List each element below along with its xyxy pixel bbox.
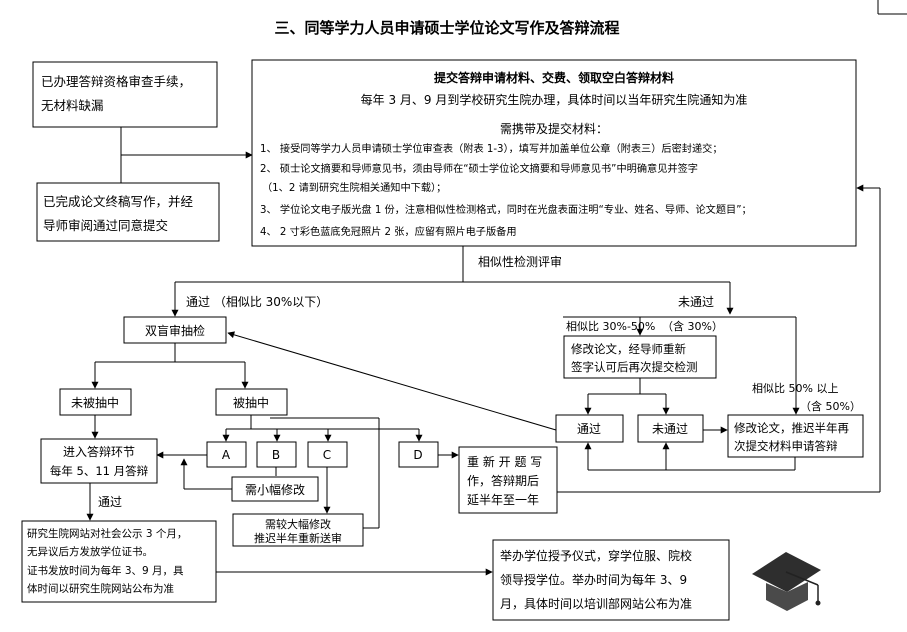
material-item-4: 4、 2 寸彩色蓝底免冠照片 2 张，应留有照片电子版备用	[260, 225, 517, 238]
revise-recheck-box	[563, 335, 717, 379]
publicity-line-3: 证书发放时间为每年 3、9 月，具	[27, 564, 184, 577]
materials-title: 需携带及提交材料：	[500, 121, 608, 136]
reproposal-line-3: 延半年至一年	[467, 493, 539, 507]
reproposal-box	[458, 446, 558, 514]
defense-box	[40, 438, 158, 484]
delay-line-2: 次提交材料申请答辩	[734, 439, 838, 453]
ceremony-line-3: 月，具体时间以培训部网站公布为准	[500, 596, 692, 611]
sampled-label: 被抽中	[233, 395, 269, 410]
grade-c-box	[307, 441, 348, 468]
grade-d: D	[413, 448, 422, 462]
not-sampled-label: 未被抽中	[71, 395, 119, 410]
left-box-2-line-2: 导师审阅通过同意提交	[43, 218, 168, 233]
blind-review-box	[123, 316, 227, 344]
revise-line-1: 修改论文，经导师重新	[571, 342, 686, 356]
major-revision-line-2: 推迟半年重新送审	[254, 531, 342, 545]
defense-line-2: 每年 5、11 月答辩	[50, 464, 149, 478]
publicity-line-1: 研究生院网站对社会公示 3 个月，	[27, 527, 187, 540]
material-item-3: 3、 学位论文电子版光盘 1 份，注意相似性检测格式，同时在光盘表面注明“专业、…	[260, 203, 752, 216]
left-box-2-line-1: 已完成论文终稿写作，并经	[43, 194, 194, 209]
similarity-check-label: 相似性检测评审	[478, 254, 562, 269]
recheck-pass-label: 通过	[577, 422, 601, 436]
reproposal-line-1: 重 新 开 题 写	[467, 454, 542, 469]
minor-revision-label: 需小幅修改	[245, 482, 305, 497]
sim-50-label: 相似比 50% 以上	[752, 382, 838, 395]
sampled-box	[215, 388, 288, 416]
recheck-fail-box	[637, 414, 704, 443]
page-title: 三、同等学力人员申请硕士学位论文写作及答辩流程	[274, 19, 619, 37]
pass-label: 通过 （相似比 30%以下）	[186, 295, 328, 309]
revise-line-2: 签字认可后再次提交检测	[571, 360, 698, 374]
recheck-pass-box	[555, 414, 624, 443]
major-revision-line-1: 需较大幅修改	[265, 517, 331, 531]
left-box-final-draft	[36, 182, 220, 242]
major-revision-box	[232, 513, 364, 547]
publicity-line-2: 无异议后方发放学位证书。	[27, 545, 153, 558]
left-box-qualification	[32, 61, 218, 128]
defense-line-1: 进入答辩环节	[63, 444, 135, 459]
ceremony-box	[492, 539, 730, 621]
material-item-2: 2、 硕士论文摘要和导师意见书，须由导师在“硕士学位论文摘要和导师意见书”中明确…	[260, 162, 698, 175]
graduation-cap-icon	[752, 552, 821, 611]
not-sampled-box	[59, 388, 132, 416]
sim-30-50-label: 相似比 30%-50%	[566, 320, 655, 333]
incl-30-label: （含 30%）	[662, 319, 723, 333]
material-item-2-note: （1、2 请到研究生院相关通知中下载）；	[262, 181, 446, 194]
reproposal-line-2: 作，答辩期后	[467, 473, 539, 488]
blind-review-label: 双盲审抽检	[145, 323, 205, 338]
main-box-subheading: 每年 3 月、9 月到学校研究生院办理，具体时间以当年研究生院通知为准	[361, 92, 748, 107]
ceremony-line-2: 领导授学位。举办时间为每年 3、9	[500, 572, 687, 587]
delay-line-1: 修改论文，推迟半年再	[734, 421, 849, 435]
ceremony-line-1: 举办学位授予仪式，穿学位服、院校	[500, 548, 692, 563]
main-box-heading: 提交答辩申请材料、交费、领取空白答辩材料	[434, 70, 674, 85]
grade-a: A	[222, 448, 231, 462]
incl-50-label: （含 50%）	[800, 399, 861, 413]
publicity-box	[21, 520, 217, 603]
fail-label: 未通过	[678, 295, 714, 309]
delay-resubmit-box	[727, 414, 864, 458]
left-box-1-line-1: 已办理答辩资格审查手续，	[41, 74, 191, 89]
grade-b: B	[272, 448, 280, 462]
grade-b-box	[256, 441, 297, 468]
minor-revision-box	[231, 476, 319, 502]
publicity-line-4: 体时间以研究生院网站公布为准	[27, 582, 174, 595]
grade-a-box	[206, 441, 247, 468]
grade-d-box	[398, 441, 439, 468]
material-item-1: 1、 接受同等学力人员申请硕士学位审查表（附表 1-3），填写并加盖单位公章（附…	[260, 142, 723, 155]
grade-c: C	[323, 448, 331, 462]
defense-pass-label: 通过	[98, 495, 122, 509]
main-submission-box	[251, 59, 857, 247]
left-box-1-line-2: 无材料缺漏	[41, 98, 104, 113]
recheck-fail-label: 未通过	[652, 422, 688, 436]
